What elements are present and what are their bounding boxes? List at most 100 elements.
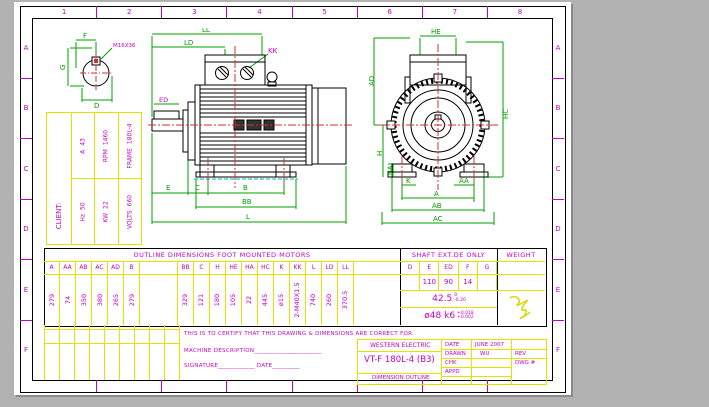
end-dim-aa: AA (459, 177, 469, 185)
dimension-value: 350 (76, 274, 92, 325)
dimension-value: 265 (108, 274, 124, 325)
grid-col-label: 8 (486, 6, 552, 18)
client-cell: Hz50 (79, 201, 87, 222)
side-dim-bb: BB (242, 198, 252, 206)
certification-text: THIS IS TO CERTIFY THAT THIS DRAWING & D… (184, 331, 413, 337)
shaft-value (401, 274, 421, 290)
dimension-value: 180 (210, 274, 226, 325)
side-dim-ed: ED (159, 96, 168, 104)
grid-col-label: 1 (61, 8, 67, 16)
column-header: KK (290, 261, 306, 274)
dimension-table-border (44, 248, 547, 327)
column-header: LL (338, 261, 354, 274)
column-header: LD (322, 261, 338, 274)
shaft-value: 14 (459, 274, 478, 290)
client-cell: RPM1460 (94, 113, 117, 178)
side-dim-l: L (246, 213, 250, 221)
shaft-column-header: D (401, 261, 421, 274)
client-cell: KW22 (94, 179, 117, 244)
shaft-value: 90 (439, 274, 459, 290)
dwg-label: DWG # (515, 360, 536, 366)
column-header: A (44, 261, 60, 274)
shaft-column-header: ED (439, 261, 459, 274)
shaft-column-header: E (420, 261, 440, 274)
client-panel: CLIENT: A43 RPM1460 FRAME180L-4 (46, 112, 142, 245)
column-header: AC (92, 261, 108, 274)
grid-row-label: C (20, 138, 32, 199)
shaft-g-dimension: 42.5 0-0.20 (432, 293, 466, 304)
dimension-value: 22 (242, 274, 258, 325)
grid-col-label: 3 (161, 6, 226, 18)
client-grid-bottom: Hz50 KW22 VOLTS660 (71, 178, 141, 244)
client-cell: FRAME180L-4 (117, 113, 141, 178)
dimension-value: 2-M40X1.5 (290, 274, 306, 325)
shaft-table-title: SHAFT EXT.DE ONLY (411, 250, 486, 259)
motor-side-view: LL LD KK ED E C B BB L (148, 28, 354, 224)
shaft-d-dimension: ø48 k6 +0.018+0.002 (424, 310, 474, 321)
column-header: H (210, 261, 226, 274)
end-dim-ad: AD (368, 76, 376, 86)
client-label: CLIENT: (55, 202, 63, 230)
column-header: HE (226, 261, 242, 274)
weight-title: WEIGHT (506, 250, 536, 259)
client-grid-top: A43 RPM1460 FRAME180L-4 (71, 113, 141, 178)
column-header: C (194, 261, 210, 274)
drawing-title: DIMENSION OUTLINE (372, 375, 430, 381)
shaft-detail-view: F G D M16X36 (59, 32, 136, 110)
grid-row-label: B (20, 77, 32, 139)
grid-ref-bottom (32, 380, 552, 392)
dimension-value: 105 (226, 274, 242, 325)
end-dim-k: K (406, 177, 411, 185)
end-dim-h: H (376, 151, 384, 156)
grid-row-label: D (20, 198, 32, 260)
column-header: BB (178, 261, 194, 274)
machine-description-blank: ______________________ (254, 348, 322, 354)
model-number: VT-F 180L-4 (B3) (364, 355, 435, 365)
end-dim-hc: HC (502, 109, 510, 119)
grid-row-label: F (552, 319, 564, 381)
column-header: HA (242, 261, 258, 274)
side-dim-ld: LD (184, 39, 193, 47)
side-dim-c: C (195, 184, 200, 192)
title-block: WESTERN ELECTRIC VT-F 180L-4 (B3) DIMENS… (357, 339, 547, 385)
dimension-value: 445 (258, 274, 274, 325)
column-header: AA (60, 261, 76, 274)
dimension-value: 329 (178, 274, 194, 325)
end-dim-ac: AC (433, 215, 443, 223)
dimension-value: 121 (194, 274, 210, 325)
column-header: L (306, 261, 322, 274)
grid-row-label: C (552, 138, 564, 199)
grid-row-label: A (23, 43, 29, 52)
side-dim-b: B (243, 184, 248, 192)
grid-row-label: D (552, 198, 564, 260)
side-dim-kk: KK (268, 47, 278, 55)
dimension-value: 279 (124, 274, 140, 325)
dimension-value: 260 (322, 274, 338, 325)
column-header: K (274, 261, 290, 274)
weight-handwritten-mark (509, 295, 531, 320)
dimension-value: 74 (60, 274, 76, 325)
drawn-label: DRAWN (445, 351, 466, 357)
column-header: AD (108, 261, 124, 274)
grid-col-label: 7 (421, 6, 487, 18)
dimension-value: 380 (92, 274, 108, 325)
motor-end-view: HE AD H HA HC K AA A AB AC (368, 28, 510, 225)
end-dim-ab: AB (432, 202, 442, 210)
date-label: DATE (445, 342, 460, 348)
grid-col-label: 2 (96, 6, 161, 18)
end-dim-ha: HA (386, 165, 394, 175)
grid-row-label: E (20, 259, 32, 320)
detail-note-tapped-hole: M16X36 (113, 43, 136, 49)
client-cell: A43 (79, 137, 87, 154)
drawn-value: WU (480, 351, 490, 357)
table-title: OUTLINE DIMENSIONS FOOT MOUNTED MOTORS (133, 250, 311, 259)
machine-description-line: MACHINE DESCRIPTION_____________________… (184, 348, 322, 354)
grid-row-label: E (552, 259, 564, 320)
